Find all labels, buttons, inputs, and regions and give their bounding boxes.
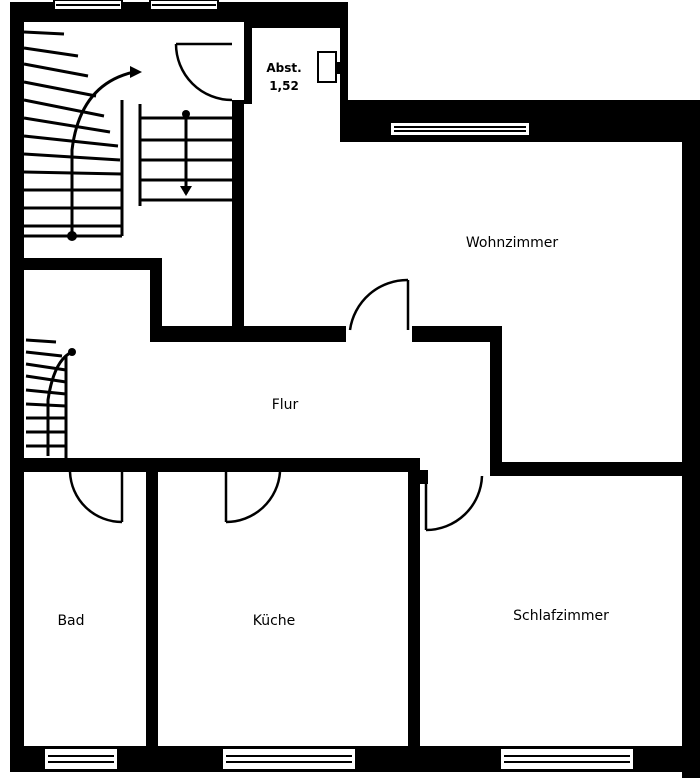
storage-vent: [317, 51, 337, 83]
room-label-flur: Flur: [272, 397, 299, 413]
window-bad: [43, 747, 119, 771]
storage-room: Abst. 1,52: [266, 51, 344, 93]
room-label-schlafzimmer: Schlafzimmer: [513, 608, 609, 624]
storage-area: 1,52: [269, 79, 299, 93]
door-storage: [174, 42, 233, 102]
room-label-wohnzimmer: Wohnzimmer: [466, 235, 558, 251]
window-kueche: [221, 747, 357, 771]
window-top-2: [149, 0, 219, 11]
windows: [43, 0, 635, 771]
door-schlafzimmer: [418, 470, 484, 532]
room-label-bad: Bad: [57, 613, 84, 629]
inner-walls: [10, 22, 682, 752]
window-top-1: [53, 0, 123, 11]
stair-arrow-marks: [67, 66, 192, 241]
door-wohnzimmer: [348, 278, 410, 331]
storage-vent-knob: [336, 62, 344, 74]
window-wohnzimmer: [373, 121, 547, 137]
room-label-kueche: Küche: [253, 613, 296, 629]
storage-label: Abst.: [266, 61, 301, 75]
door-bad: [68, 471, 124, 524]
doors: [68, 42, 484, 532]
stair-arrow-marks-lower: [68, 348, 76, 356]
door-kueche: [224, 471, 282, 524]
staircase-lower: [25, 338, 73, 458]
window-schlafzimmer: [499, 747, 635, 771]
room-labels: Wohnzimmer Flur Bad Küche Schlafzimmer: [57, 235, 609, 629]
staircase-upper: [23, 30, 232, 238]
